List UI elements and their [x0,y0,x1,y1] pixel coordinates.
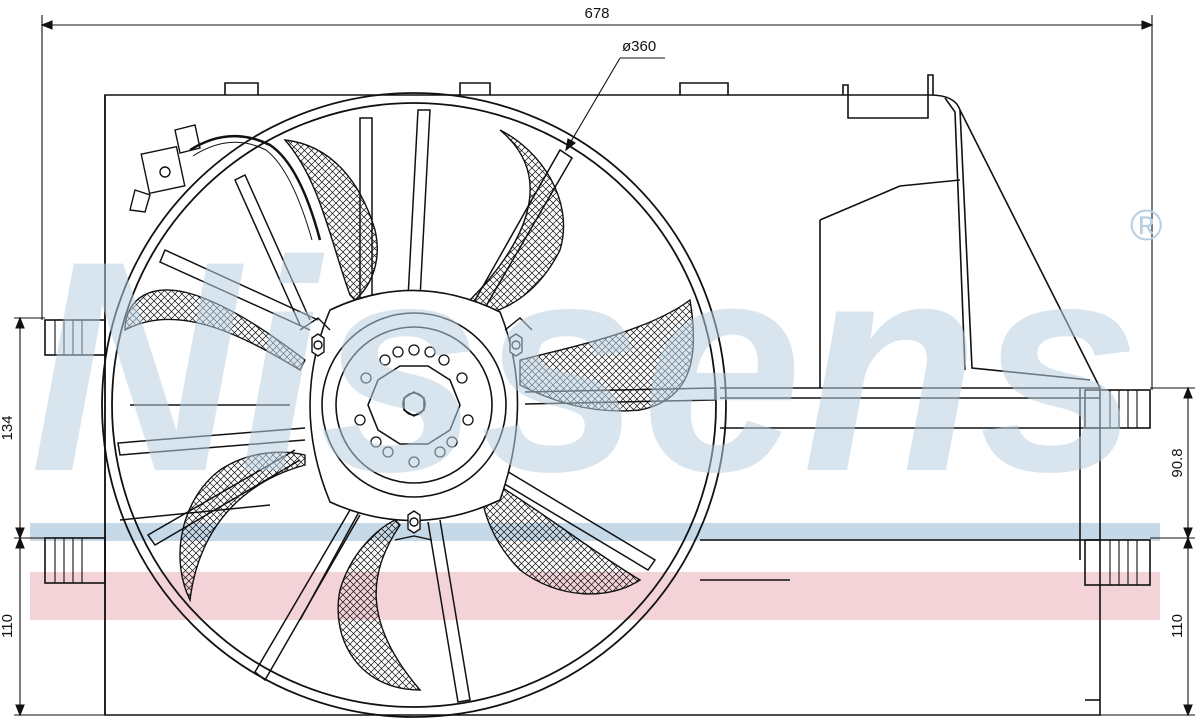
watermark-blue-band [30,523,1160,541]
blade-1 [469,129,565,316]
dimension-lines [14,15,1195,717]
hub-mount-nuts [299,317,533,541]
dimension-right-bottom: 110 [1169,614,1186,638]
dimension-right-height: 90.8 [1169,448,1186,477]
blade-7 [283,139,378,301]
blade-6 [124,289,306,371]
blade-5 [179,451,306,603]
hub-bolt-holes [354,344,474,468]
fan-ring [101,92,727,718]
blade-2 [519,298,695,412]
dimension-overall-width: 678 [584,5,609,22]
shroud-frame [44,74,1151,716]
fan-struts [117,109,716,703]
electrical-connector [129,124,322,241]
blade-4 [337,519,422,691]
dimension-fan-diameter: ø360 [622,38,656,55]
watermark-registered-mark: ® [1130,201,1162,250]
mount-tab-details [54,320,1138,585]
blade-3 [481,479,642,595]
dimension-left-bottom: 110 [0,614,16,638]
motor-hub [309,289,519,522]
fan-blades [124,129,695,691]
watermark-brand: Nissens [30,198,1140,534]
dimension-left-height: 134 [0,415,16,440]
